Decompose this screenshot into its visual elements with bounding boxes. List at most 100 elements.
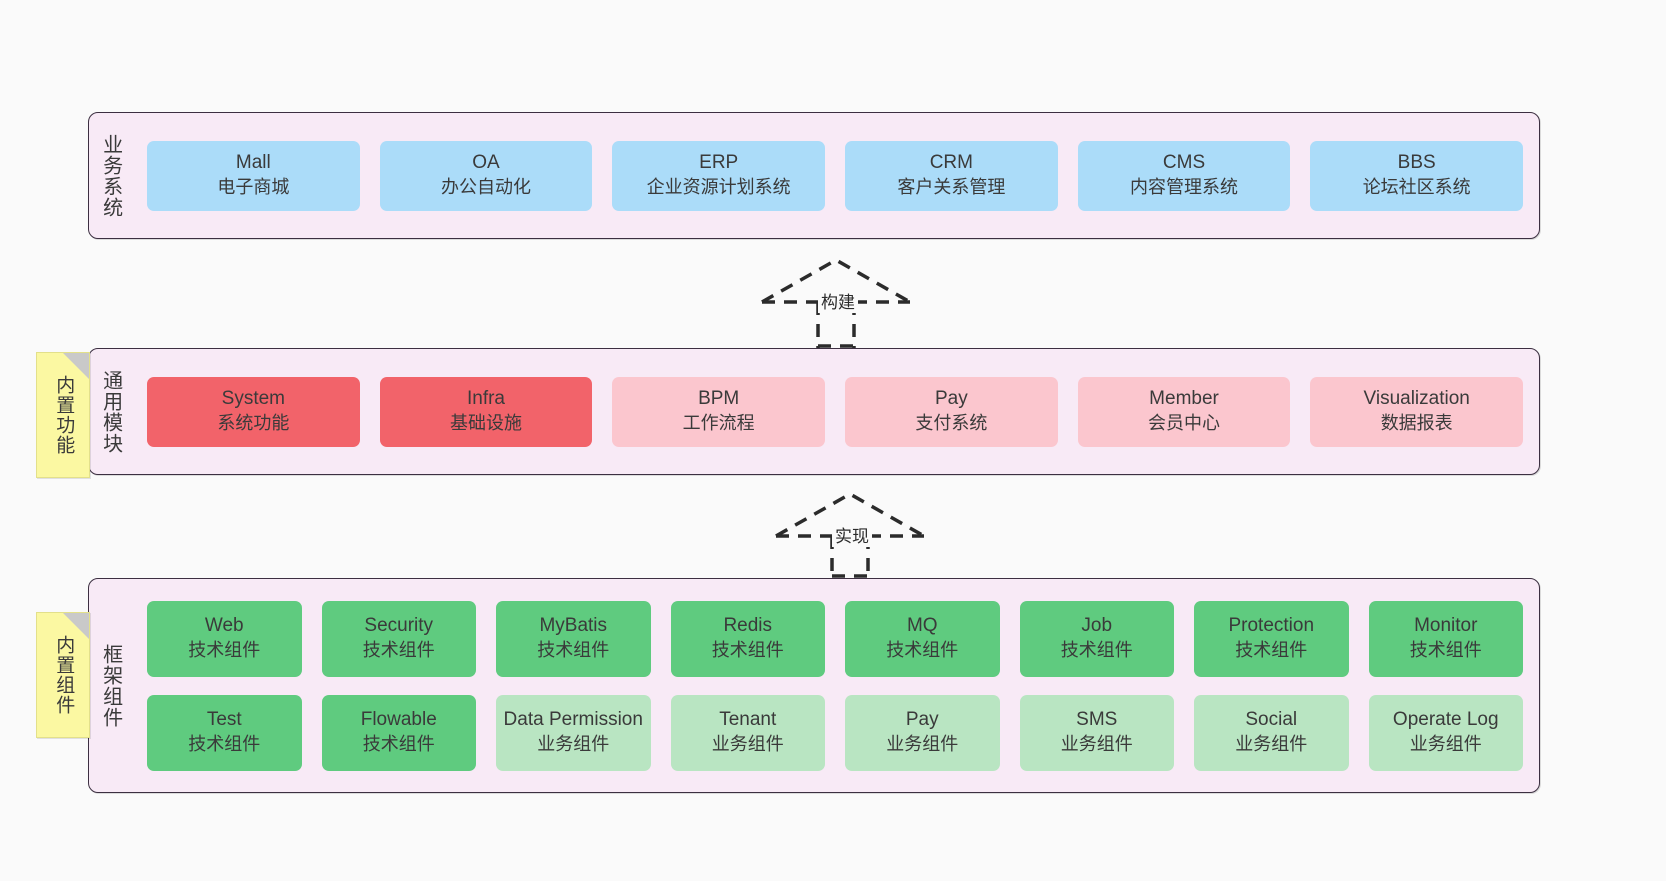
card-title-cn: 客户关系管理 [897, 177, 1006, 198]
card-mybatis[interactable]: MyBatis 技术组件 [496, 600, 651, 677]
card-title-cn: 系统功能 [217, 413, 290, 434]
card-title-cn: 企业资源计划系统 [646, 177, 791, 198]
note-builtin-component[interactable]: 内置组件 [36, 612, 90, 738]
layer-business-system: 业务系统 Mall 电子商城 OA 办公自动化 ERP 企业资源计划系统 CRM… [88, 112, 1540, 239]
card-test[interactable]: Test 技术组件 [147, 694, 302, 771]
card-tenant[interactable]: Tenant 业务组件 [670, 694, 825, 771]
card-title-en: Job [1081, 615, 1113, 637]
card-title-en: Member [1149, 388, 1219, 410]
card-title-cn: 会员中心 [1148, 413, 1221, 434]
card-title-en: System [221, 388, 286, 410]
card-title-en: CMS [1162, 152, 1206, 174]
card-title-en: MQ [906, 615, 938, 637]
card-system[interactable]: System 系统功能 [147, 376, 360, 447]
card-title-cn: 业务组件 [711, 734, 784, 755]
card-title-cn: 业务组件 [1235, 734, 1308, 755]
card-protection[interactable]: Protection 技术组件 [1194, 600, 1349, 677]
card-pay[interactable]: Pay 支付系统 [845, 376, 1058, 447]
card-bbs[interactable]: BBS 论坛社区系统 [1310, 140, 1524, 211]
card-title-en: Monitor [1414, 615, 1478, 637]
card-title-en: Pay [905, 709, 939, 731]
card-title-cn: 支付系统 [915, 413, 988, 434]
card-monitor[interactable]: Monitor 技术组件 [1368, 600, 1523, 677]
card-mq[interactable]: MQ 技术组件 [845, 600, 1000, 677]
card-title-cn: 技术组件 [188, 734, 261, 755]
card-title-cn: 业务组件 [537, 734, 610, 755]
card-title-cn: 技术组件 [1409, 640, 1482, 661]
card-title-en: Infra [466, 388, 506, 410]
arrow-label-build: 构建 [818, 288, 858, 313]
card-title-en: Flowable [360, 709, 437, 731]
arrow-implement: 实现 [770, 490, 930, 580]
note-builtin-function[interactable]: 内置功能 [36, 352, 90, 478]
card-operate-log[interactable]: Operate Log 业务组件 [1368, 694, 1523, 771]
arrow-label-implement: 实现 [832, 522, 872, 547]
card-title-cn: 技术组件 [1060, 640, 1133, 661]
note-label: 内置组件 [53, 635, 75, 715]
card-title-en: Operate Log [1392, 709, 1499, 731]
card-erp[interactable]: ERP 企业资源计划系统 [612, 140, 826, 211]
note-fold-corner-icon [63, 613, 89, 639]
card-mall[interactable]: Mall 电子商城 [147, 140, 360, 211]
layer-label-framework-component: 框架组件 [99, 643, 122, 728]
card-row: System 系统功能 Infra 基础设施 BPM 工作流程 Pay 支付系统… [147, 376, 1524, 447]
card-title-cn: 技术组件 [711, 640, 784, 661]
card-pay-component[interactable]: Pay 业务组件 [845, 694, 1000, 771]
card-title-en: Mall [235, 152, 271, 174]
card-title-en: Visualization [1363, 388, 1470, 410]
card-title-en: CRM [929, 152, 973, 174]
layer-framework-component: 框架组件 Web 技术组件 Security 技术组件 MyBatis 技术组件… [88, 578, 1540, 793]
card-title-en: Security [364, 615, 434, 637]
card-data-permission[interactable]: Data Permission 业务组件 [496, 694, 651, 771]
card-title-en: Redis [723, 615, 773, 637]
card-title-cn: 技术组件 [362, 734, 435, 755]
card-title-cn: 技术组件 [362, 640, 435, 661]
card-title-cn: 内容管理系统 [1130, 177, 1239, 198]
card-row: Mall 电子商城 OA 办公自动化 ERP 企业资源计划系统 CRM 客户关系… [147, 140, 1524, 211]
card-row: Test 技术组件 Flowable 技术组件 Data Permission … [147, 694, 1523, 771]
card-title-cn: 技术组件 [537, 640, 610, 661]
card-web[interactable]: Web 技术组件 [147, 600, 302, 677]
card-redis[interactable]: Redis 技术组件 [670, 600, 825, 677]
layer-label-business-system: 业务系统 [99, 133, 122, 218]
card-visualization[interactable]: Visualization 数据报表 [1310, 376, 1524, 447]
card-title-en: Pay [934, 388, 968, 410]
card-title-en: MyBatis [539, 615, 608, 637]
arrow-build: 构建 [756, 256, 916, 348]
card-title-en: SMS [1076, 709, 1118, 731]
card-title-cn: 技术组件 [188, 640, 261, 661]
card-social[interactable]: Social 业务组件 [1194, 694, 1349, 771]
card-title-en: BBS [1397, 152, 1436, 174]
card-row: Web 技术组件 Security 技术组件 MyBatis 技术组件 Redi… [147, 600, 1523, 677]
card-title-cn: 工作流程 [682, 413, 755, 434]
card-security[interactable]: Security 技术组件 [321, 600, 476, 677]
card-flowable[interactable]: Flowable 技术组件 [321, 694, 476, 771]
card-oa[interactable]: OA 办公自动化 [379, 140, 593, 211]
layer-body-business-system: Mall 电子商城 OA 办公自动化 ERP 企业资源计划系统 CRM 客户关系… [131, 113, 1539, 238]
card-title-cn: 业务组件 [1409, 734, 1482, 755]
card-title-cn: 论坛社区系统 [1362, 177, 1471, 198]
card-title-cn: 办公自动化 [441, 177, 531, 198]
card-title-en: ERP [699, 152, 739, 174]
note-fold-corner-icon [63, 353, 89, 379]
card-title-en: Test [206, 709, 242, 731]
card-crm[interactable]: CRM 客户关系管理 [845, 140, 1058, 211]
card-title-cn: 数据报表 [1380, 413, 1453, 434]
card-bpm[interactable]: BPM 工作流程 [612, 376, 826, 447]
card-title-cn: 业务组件 [1060, 734, 1133, 755]
card-sms[interactable]: SMS 业务组件 [1019, 694, 1174, 771]
card-member[interactable]: Member 会员中心 [1077, 376, 1291, 447]
card-infra[interactable]: Infra 基础设施 [379, 376, 593, 447]
card-cms[interactable]: CMS 内容管理系统 [1077, 140, 1291, 211]
card-title-cn: 基础设施 [450, 413, 522, 434]
card-title-en: Protection [1228, 615, 1315, 637]
card-title-en: Tenant [719, 709, 777, 731]
card-title-en: BPM [698, 388, 740, 410]
card-title-en: Social [1245, 709, 1298, 731]
card-title-en: Web [204, 615, 244, 637]
card-job[interactable]: Job 技术组件 [1019, 600, 1174, 677]
layer-common-module: 通用模块 System 系统功能 Infra 基础设施 BPM 工作流程 Pay… [88, 348, 1540, 475]
card-title-cn: 技术组件 [1235, 640, 1308, 661]
note-label: 内置功能 [53, 375, 75, 455]
